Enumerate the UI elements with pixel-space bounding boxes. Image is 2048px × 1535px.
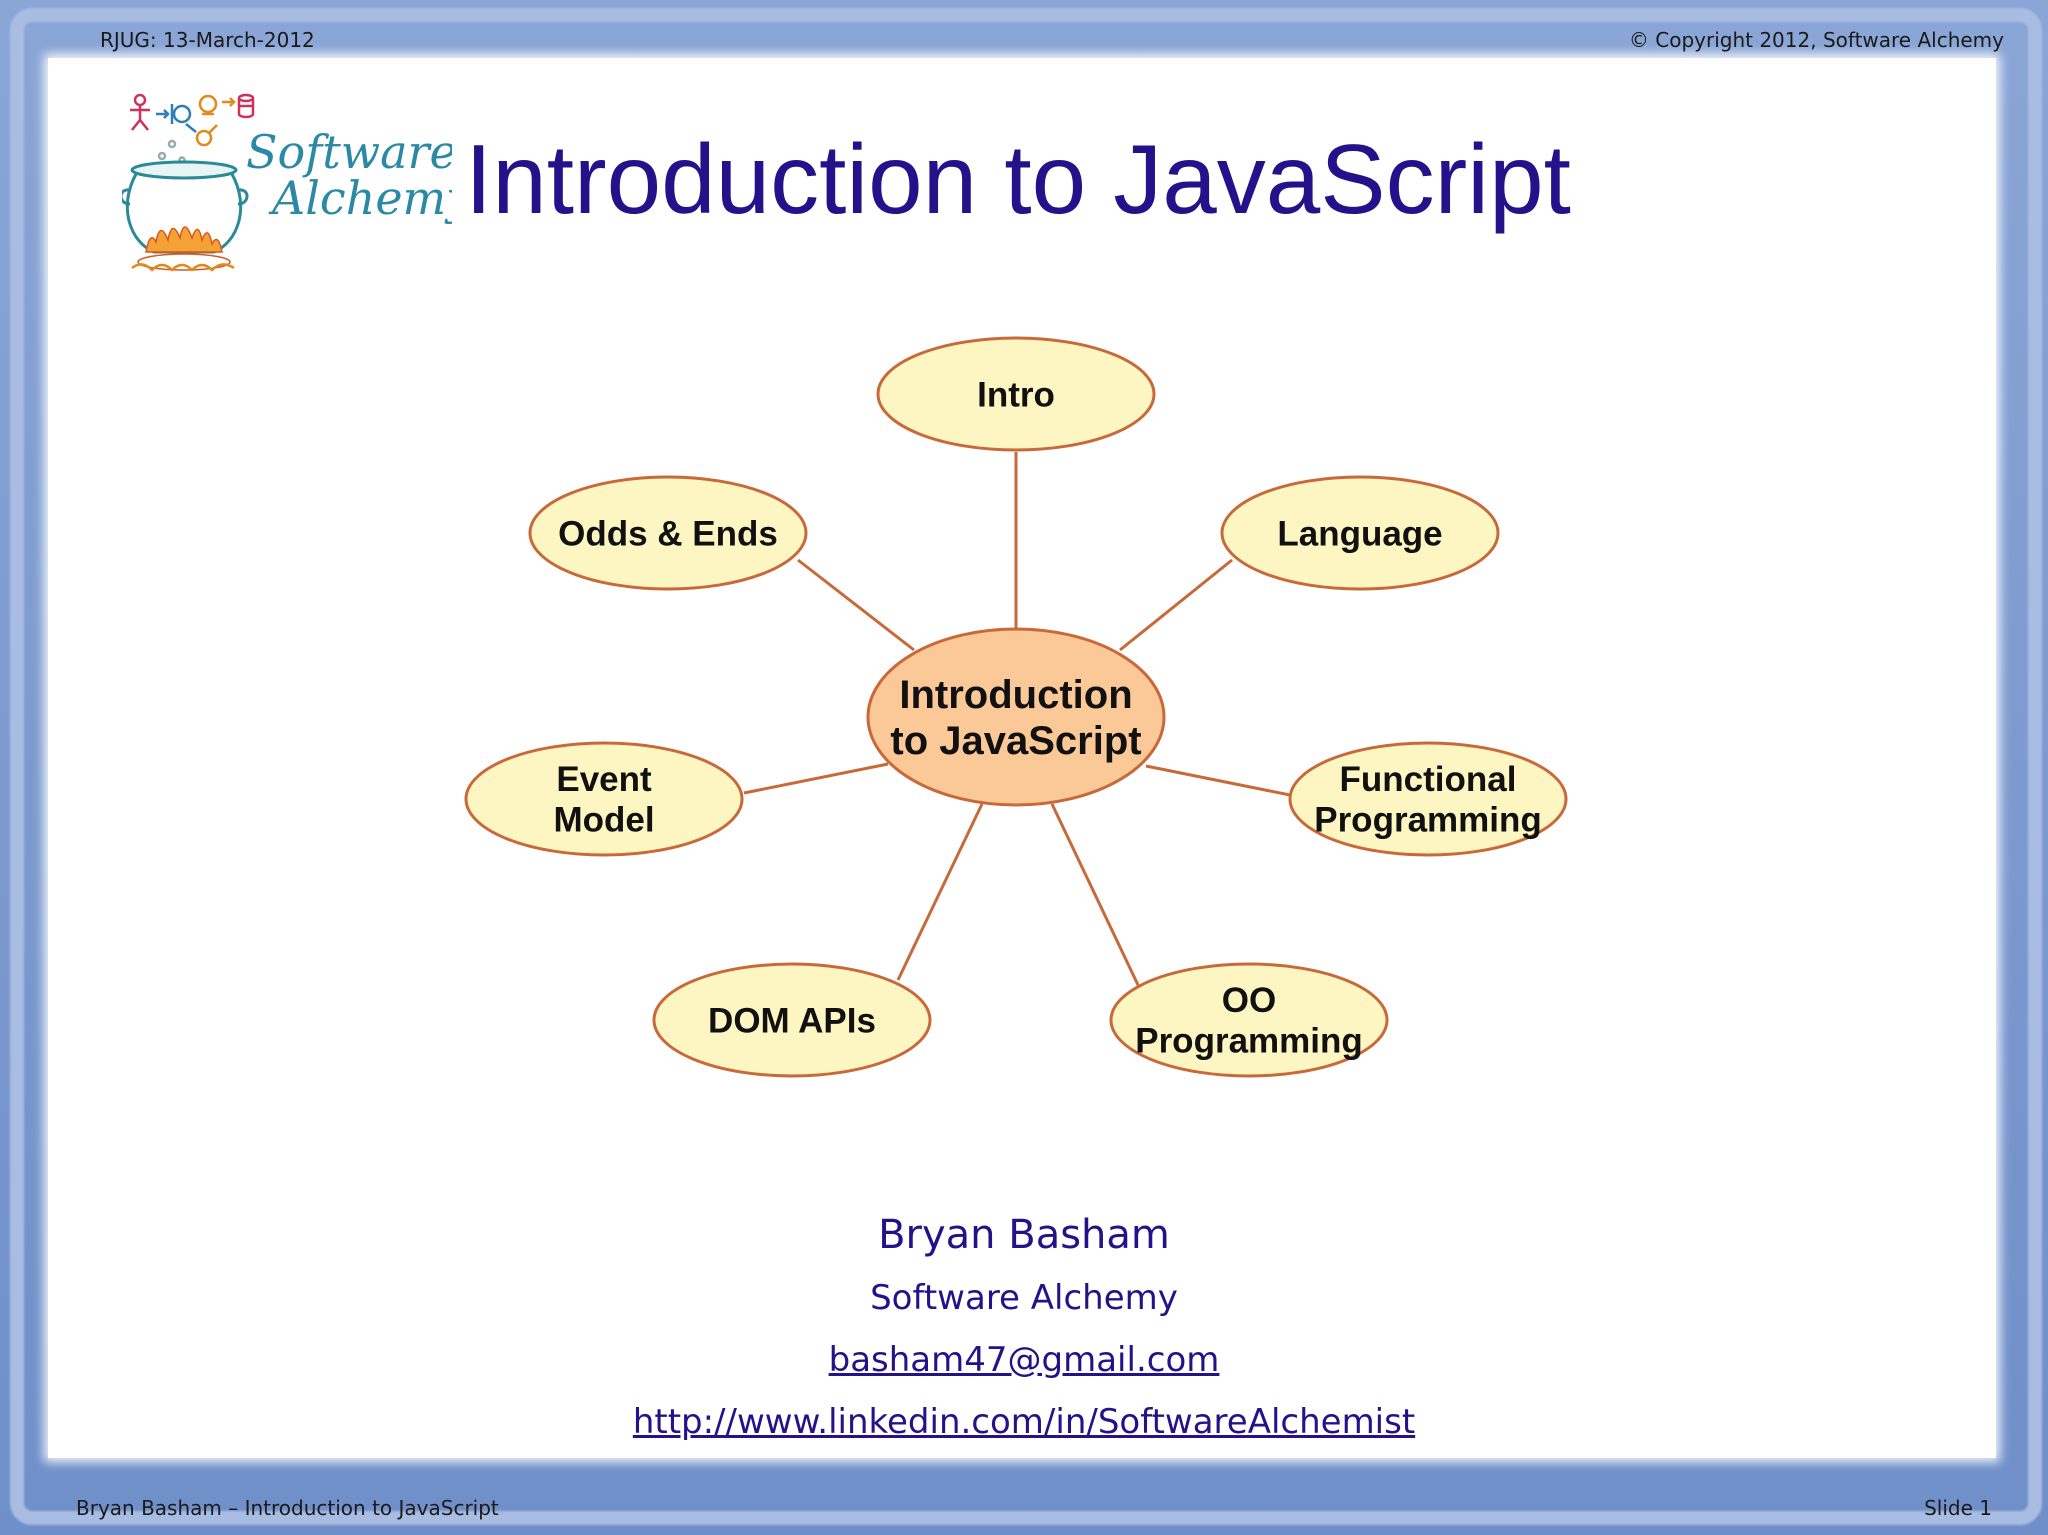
- topic-node-language-shape: [1220, 475, 1500, 591]
- topic-node-dom-shape: [652, 962, 932, 1078]
- topic-node-intro-shape: [876, 336, 1156, 452]
- topic-nodes: IntroLanguageFunctionalProgrammingOOProg…: [464, 336, 1568, 1078]
- header-copyright: © Copyright 2012, Software Alchemy: [1628, 28, 2004, 52]
- center-topic-label: to JavaScript: [890, 719, 1141, 763]
- author-name: Bryan Basham: [878, 1212, 1170, 1258]
- topic-node-oo-shape: [1109, 962, 1389, 1078]
- topic-node-functional-label: Programming: [1314, 800, 1542, 839]
- topic-node-functional-shape: [1288, 741, 1568, 857]
- connector-event: [743, 762, 889, 795]
- connector-lines: [743, 452, 1291, 986]
- topic-node-language: Language: [1220, 475, 1500, 591]
- slide-title: Introduction to JavaScript: [465, 124, 1571, 234]
- connector-functional: [1145, 764, 1291, 797]
- connector-oo: [1050, 803, 1140, 986]
- topic-node-odds-label: Odds & Ends: [558, 514, 778, 553]
- topic-node-dom: DOM APIs: [652, 962, 932, 1078]
- connector-odds: [797, 558, 915, 652]
- footer-presentation-title: Bryan Basham – Introduction to JavaScrip…: [76, 1496, 499, 1520]
- author-email-link[interactable]: basham47@gmail.com: [828, 1340, 1220, 1380]
- topic-node-event-shape: [464, 741, 744, 857]
- header-date: RJUG: 13-March-2012: [100, 28, 315, 52]
- footer-slide-number: Slide 1: [1924, 1496, 1992, 1520]
- topic-node-oo-label: Programming: [1135, 1021, 1363, 1060]
- topic-node-language-label: Language: [1277, 514, 1442, 553]
- center-topic-shape: [866, 627, 1166, 807]
- topic-node-intro: Intro: [876, 336, 1156, 452]
- topic-node-dom-label: DOM APIs: [708, 1001, 876, 1040]
- logo-text-software: Software: [246, 125, 452, 179]
- topic-node-oo-label: OO: [1222, 981, 1276, 1020]
- alchemy-symbols-icon: [130, 93, 255, 164]
- connector-language: [1119, 558, 1233, 652]
- fire-icon: [131, 226, 235, 272]
- topic-node-odds-shape: [528, 475, 808, 591]
- topic-node-event-label: Event: [556, 760, 652, 799]
- software-alchemy-logo: Software Alchemy: [122, 93, 452, 272]
- topic-node-odds: Odds & Ends: [528, 475, 808, 591]
- topic-node-intro-label: Intro: [977, 375, 1055, 414]
- topic-node-event-label: Model: [553, 800, 654, 839]
- topic-node-functional-label: Functional: [1340, 760, 1517, 799]
- connector-dom: [896, 803, 984, 981]
- author-linkedin-link[interactable]: http://www.linkedin.com/in/SoftwareAlche…: [632, 1402, 1416, 1442]
- author-organization: Software Alchemy: [870, 1278, 1178, 1318]
- center-topic-label: Introduction: [899, 673, 1132, 717]
- logo-text-alchemy: Alchemy: [268, 171, 452, 225]
